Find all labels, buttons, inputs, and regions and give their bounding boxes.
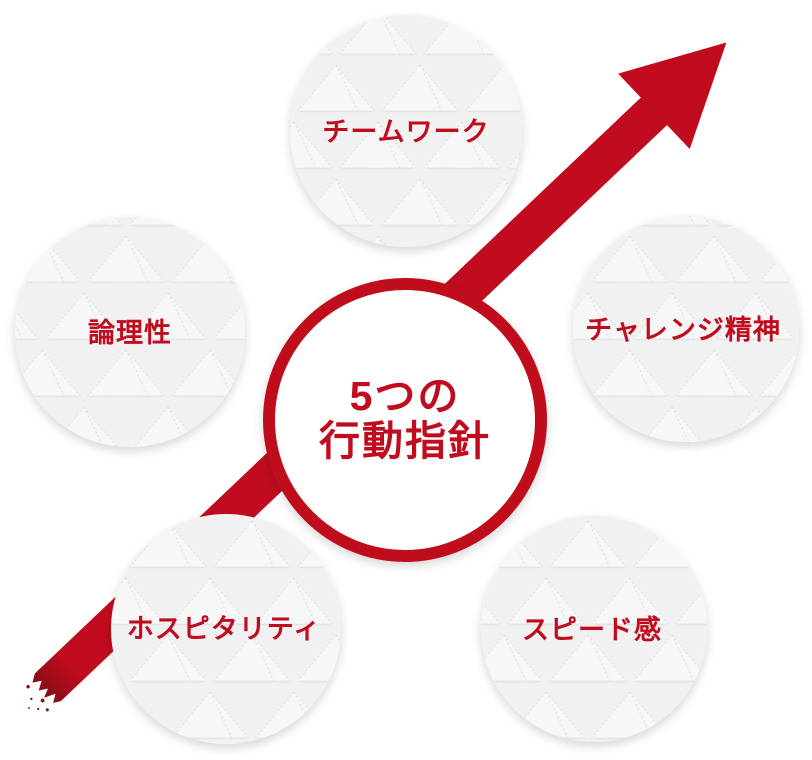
- node-circle-logic: [15, 217, 245, 447]
- center-title-line2: 行動指針: [319, 418, 491, 464]
- node-label-hospitality: ホスピタリティ: [127, 614, 321, 644]
- node-label-teamwork: チームワーク: [322, 117, 489, 147]
- node-circle-teamwork: [290, 15, 522, 247]
- node-label-speed: スピード感: [522, 614, 662, 645]
- node-circle-speed: [481, 516, 707, 742]
- brush-speck: [28, 707, 30, 709]
- brush-speck: [37, 707, 40, 711]
- center-circle: [263, 278, 547, 562]
- brush-speck: [40, 698, 45, 703]
- node-circle-challenge: [573, 216, 799, 442]
- node-label-challenge: チャレンジ精神: [585, 315, 781, 345]
- brush-speck: [45, 708, 49, 712]
- center-title-line1: 5つの: [350, 373, 461, 419]
- brush-speck: [30, 697, 33, 701]
- node-circle-hospitality: [111, 514, 341, 744]
- brush-speck: [26, 685, 30, 689]
- node-label-logic: 論理性: [88, 318, 172, 348]
